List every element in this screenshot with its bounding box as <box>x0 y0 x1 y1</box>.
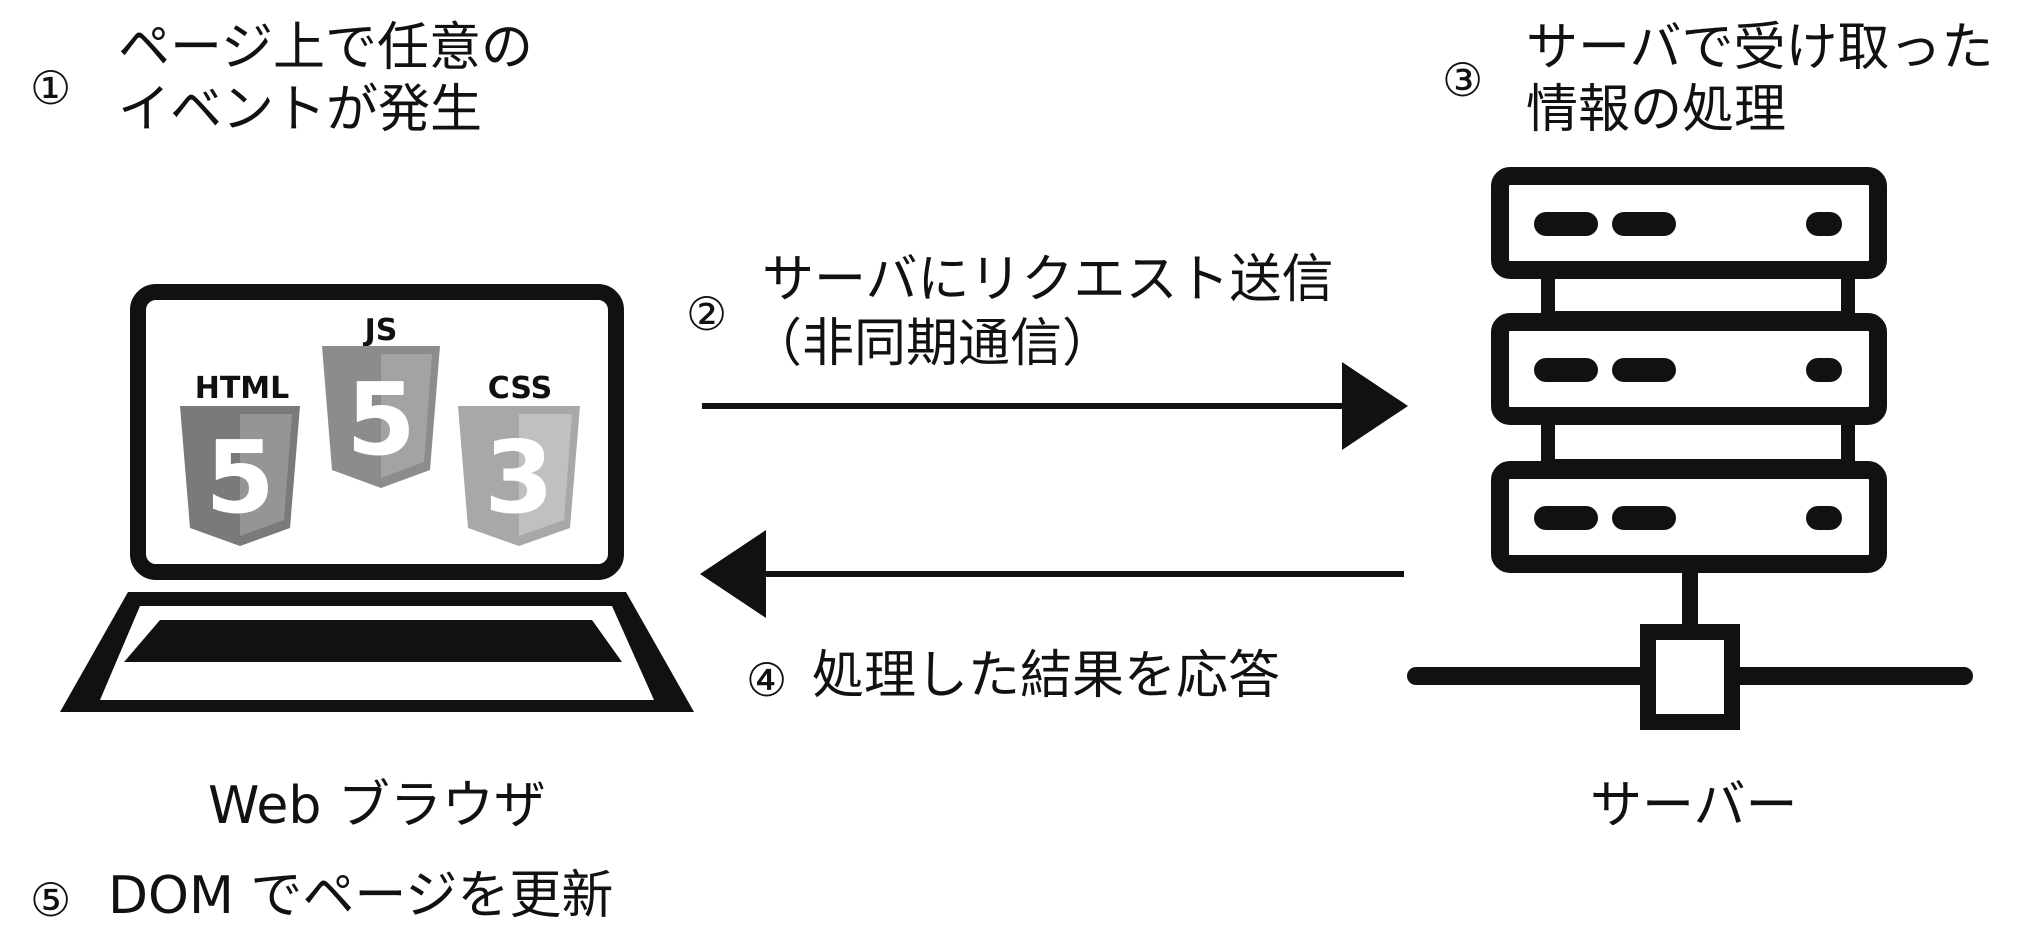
step-1-line-2: イベントが発生 <box>118 80 483 140</box>
step-3-line-2: 情報の処理 <box>1526 80 1787 140</box>
step-1-number: ① <box>30 61 72 115</box>
server-icon <box>1407 167 1973 730</box>
js-icon: JS 5 <box>322 313 440 488</box>
step-5-number: ⑤ <box>30 873 72 927</box>
server-unit-3 <box>1491 461 1887 573</box>
server-unit-2 <box>1491 313 1887 425</box>
network-node <box>1640 624 1740 730</box>
css3-icon: CSS 3 <box>458 371 580 546</box>
step-1-line-1: ページ上で任意の <box>118 18 533 78</box>
step-4-number: ④ <box>746 653 788 707</box>
browser-label: Web ブラウザ <box>208 776 546 836</box>
response-arrow <box>700 530 1404 618</box>
server-unit-1 <box>1491 167 1887 279</box>
step-2-line-2: （非同期通信） <box>750 314 1115 374</box>
svg-text:5: 5 <box>346 361 416 478</box>
request-arrow <box>702 362 1408 450</box>
html5-icon: HTML 5 <box>180 371 300 546</box>
css-badge-label: CSS <box>488 371 552 406</box>
step-2-number: ② <box>686 287 728 341</box>
step-2-line-1: サーバにリクエスト送信 <box>762 250 1334 310</box>
step-4-text: 処理した結果を応答 <box>812 646 1281 706</box>
step-3-number: ③ <box>1442 53 1484 107</box>
js-badge-label: JS <box>363 313 398 348</box>
laptop-icon: HTML 5 JS 5 CSS 3 <box>60 284 694 712</box>
laptop-keyboard <box>124 620 622 662</box>
step-5-text: DOM でページを更新 <box>108 866 614 926</box>
svg-text:5: 5 <box>205 419 275 536</box>
laptop-screen-frame <box>130 284 624 580</box>
step-3-line-1: サーバで受け取った <box>1526 18 1994 78</box>
html-badge-label: HTML <box>195 371 290 406</box>
server-label: サーバー <box>1590 776 1798 836</box>
svg-text:3: 3 <box>484 419 554 536</box>
